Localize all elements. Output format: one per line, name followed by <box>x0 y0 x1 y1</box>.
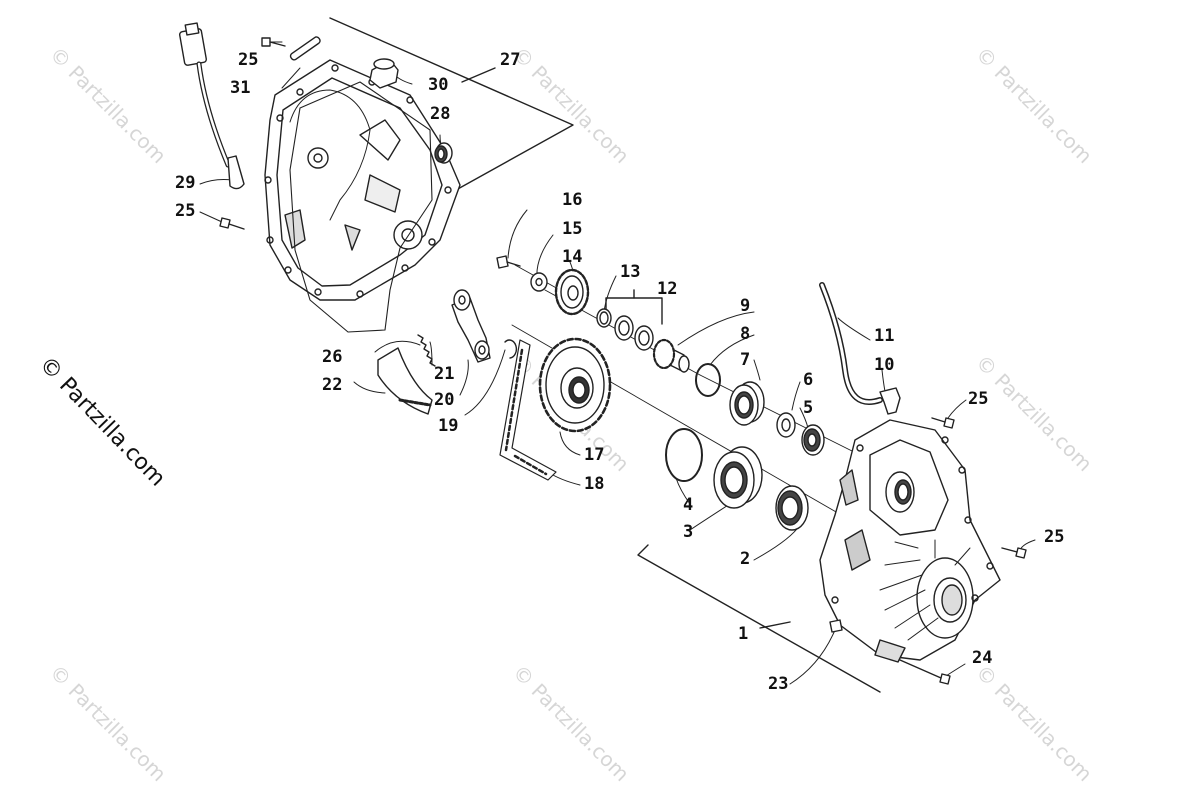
o-ring-part-4 <box>665 428 703 482</box>
bolt-part-25-left <box>219 217 245 230</box>
tensioner-arm-part-20 <box>451 289 491 363</box>
callout-11: 11 <box>874 326 895 346</box>
callout-8: 8 <box>740 324 751 344</box>
seal-part-28 <box>434 142 453 164</box>
sprocket-part-17 <box>538 337 612 433</box>
spacer-part-6 <box>776 412 796 438</box>
bolt-part-24 <box>874 639 951 685</box>
callout-2: 2 <box>740 549 751 569</box>
callout-9: 9 <box>740 296 751 316</box>
callout-3: 3 <box>683 522 694 542</box>
callout-4: 4 <box>683 495 694 515</box>
callout-12: 12 <box>657 279 678 299</box>
parts-diagram: © Partzilla.com © Partzilla.com © Partzi… <box>34 17 1098 786</box>
callout-6: 6 <box>803 370 814 390</box>
callout-21: 21 <box>434 364 455 384</box>
callout-18: 18 <box>584 474 605 494</box>
bolt-part-25-right-top <box>931 417 955 429</box>
bolt-part-16 <box>496 255 521 269</box>
bearing-part-3 <box>713 446 763 509</box>
sprocket-part-14 <box>554 268 590 316</box>
callout-7: 7 <box>740 350 751 370</box>
fitting-part-10 <box>879 387 901 415</box>
seal-part-2 <box>775 485 809 531</box>
callout-16: 16 <box>562 190 583 210</box>
callout-5: 5 <box>803 398 814 418</box>
callout-30: 30 <box>428 75 449 95</box>
callout-14: 14 <box>562 247 583 267</box>
callout-25-top: 25 <box>238 50 259 70</box>
callout-25-left: 25 <box>175 201 196 221</box>
callout-17: 17 <box>584 445 605 465</box>
circlip-part-13 <box>596 308 612 328</box>
breather-part-30 <box>369 58 399 89</box>
callout-13: 13 <box>620 262 641 282</box>
gear-part-9 <box>652 338 690 373</box>
chain-part-18 <box>499 339 557 481</box>
callout-23: 23 <box>768 674 789 694</box>
bolt-and-pin-top <box>261 36 321 61</box>
callout-20: 20 <box>434 390 455 410</box>
circlip-part-19 <box>504 339 518 359</box>
callout-1: 1 <box>738 624 749 644</box>
callout-25-right-mid: 25 <box>1044 527 1065 547</box>
chaincase-cover-part-27 <box>264 59 461 333</box>
callout-28: 28 <box>430 104 451 124</box>
callout-31: 31 <box>230 78 251 98</box>
callout-27: 27 <box>500 50 521 70</box>
seal-part-5 <box>801 424 825 456</box>
bolt-part-25-right-mid <box>1001 547 1027 559</box>
callout-24: 24 <box>972 648 993 668</box>
callout-15: 15 <box>562 219 583 239</box>
plug-part-23 <box>829 619 843 633</box>
shims-part-12 <box>614 315 654 351</box>
chaincase-housing-part-1 <box>819 419 1001 661</box>
callout-19: 19 <box>438 416 459 436</box>
exploded-view-drawing <box>178 17 1036 693</box>
group-bracket-12 <box>605 289 663 325</box>
callout-25-right-top: 25 <box>968 389 989 409</box>
callout-29: 29 <box>175 173 196 193</box>
callout-10: 10 <box>874 355 895 375</box>
group-bracket-1 <box>637 544 881 693</box>
chain-slider-part-22 <box>377 347 433 415</box>
callout-26: 26 <box>322 347 343 367</box>
vent-hose-part-11 <box>819 282 883 405</box>
spring-part-21 <box>417 334 436 367</box>
washer-part-15 <box>530 272 548 292</box>
bearing-part-7 <box>729 381 765 426</box>
group-bracket-27 <box>329 17 574 211</box>
callout-22: 22 <box>322 375 343 395</box>
o-ring-part-8 <box>695 363 721 397</box>
speed-sensor-part-29 <box>178 22 245 190</box>
